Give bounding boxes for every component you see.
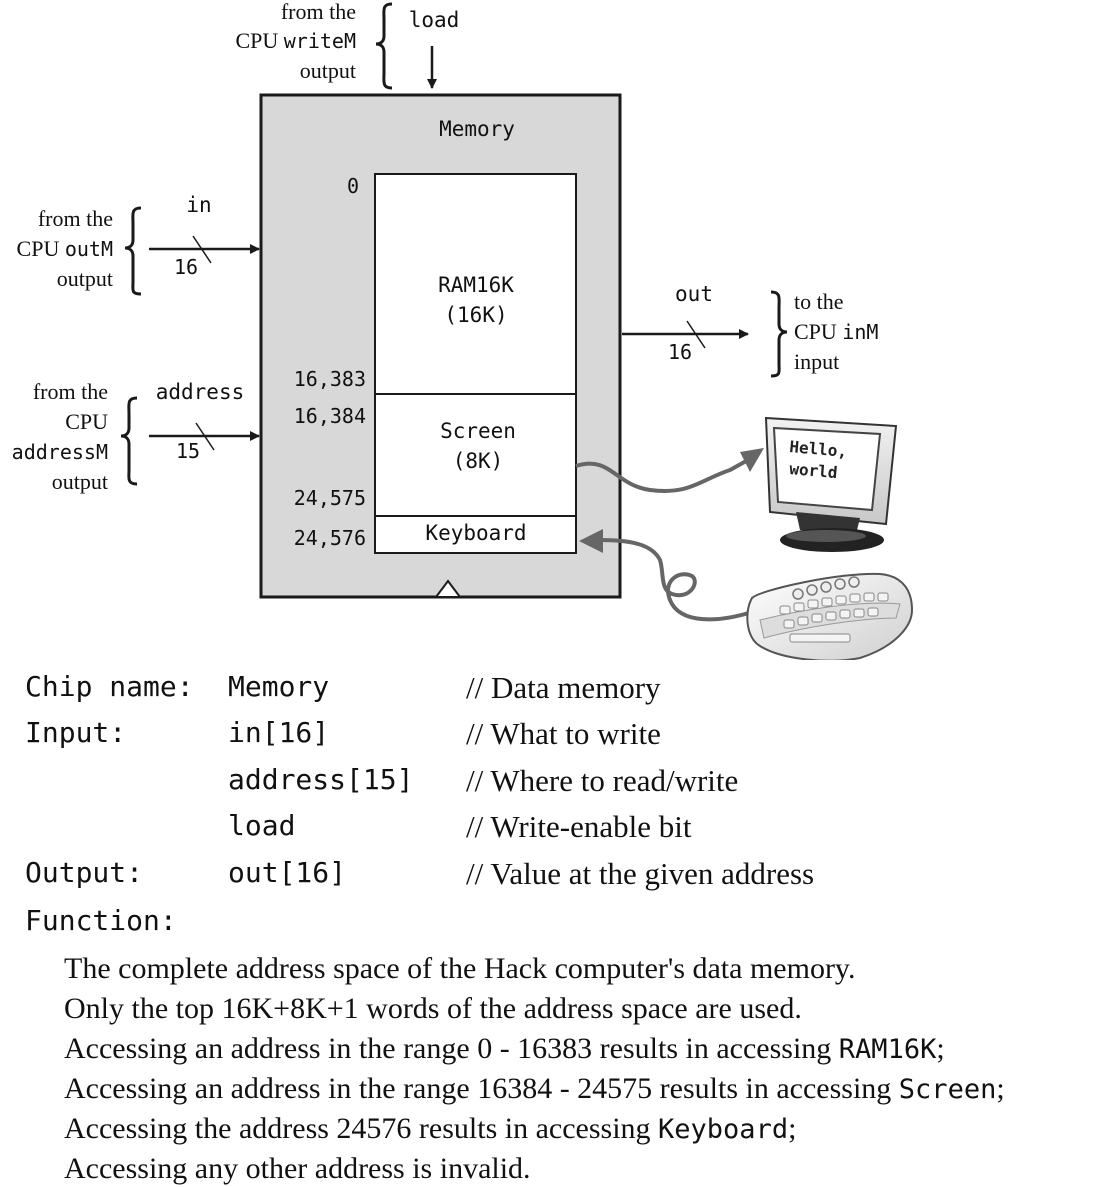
in-label: in: [186, 193, 211, 217]
address-width: 15: [176, 439, 200, 463]
monitor-icon: Hello, world: [764, 416, 898, 552]
keyboard-wire: [599, 538, 753, 622]
spec-chip-name-row: Chip name: Memory // Data memory: [0, 670, 1110, 714]
spec-input-in-comment: // What to write: [466, 716, 661, 751]
load-source-line3: output: [300, 58, 356, 83]
out-width: 16: [668, 340, 692, 364]
spec-chip-name-comment: // Data memory: [466, 670, 661, 705]
spec-chip-name-value: Memory: [228, 670, 330, 703]
out-label: out: [675, 282, 713, 306]
address-16384: 16,384: [294, 404, 366, 428]
spec-output-keyword: Output:: [25, 856, 144, 889]
screen-region: [374, 393, 577, 517]
in-bus-slash: [192, 235, 212, 264]
spec-input-row: load // Write-enable bit: [0, 809, 1110, 853]
function-description-line: Accessing an address in the range 16384 …: [64, 1072, 1005, 1105]
spec-output-comment: // Value at the given address: [466, 856, 815, 891]
spec-input-keyword: Input:: [25, 716, 127, 749]
address-source-line3: addressM: [12, 440, 108, 464]
in-source-line1: from the: [38, 206, 113, 231]
spec-input-in: in[16]: [228, 716, 330, 749]
spec-function-row: Function:: [0, 904, 1110, 948]
spec-input-address-comment: // Where to read/write: [466, 763, 739, 798]
function-description-line: Accessing the address 24576 results in a…: [64, 1112, 797, 1145]
clock-triangle: [434, 579, 462, 598]
ram16k-size: (16K): [444, 303, 507, 327]
keyboard-region: [374, 515, 577, 554]
screen-wire: [575, 458, 749, 493]
screen-size: (8K): [453, 449, 504, 473]
spec-chip-name-keyword: Chip name:: [25, 670, 194, 703]
address-24576: 24,576: [294, 526, 366, 550]
out-brace: [770, 290, 788, 378]
out-dest-line3: input: [794, 349, 839, 374]
address-source-line4: output: [52, 469, 108, 494]
screen-wire-arrowhead: [740, 448, 764, 472]
ram16k-region: [374, 173, 577, 395]
in-source-line3: output: [57, 266, 113, 291]
in-brace: [124, 206, 142, 296]
function-description-line: The complete address space of the Hack c…: [64, 952, 856, 985]
address-16383: 16,383: [294, 367, 366, 391]
load-brace: [375, 2, 393, 90]
address-source-line2: CPU: [65, 409, 108, 434]
address-0: 0: [347, 174, 359, 198]
chip-title: Memory: [439, 117, 515, 141]
address-brace: [120, 396, 138, 486]
load-source-line1: from the: [281, 0, 356, 24]
spec-input-load-comment: // Write-enable bit: [466, 809, 692, 844]
address-source-line1: from the: [33, 379, 108, 404]
spec-output-out: out[16]: [228, 856, 347, 889]
ram16k-label: RAM16K: [438, 273, 514, 297]
out-dest-line2: CPU inM: [794, 319, 878, 344]
spec-input-row: address[15] // Where to read/write: [0, 763, 1110, 807]
spec-input-row: Input: in[16] // What to write: [0, 716, 1110, 760]
monitor-text-line2: world: [789, 459, 839, 482]
screen-label: Screen: [440, 419, 516, 443]
load-label: load: [409, 8, 460, 32]
out-dest-line1: to the: [794, 289, 844, 314]
spec-input-address: address[15]: [228, 763, 414, 796]
spec-function-keyword: Function:: [25, 904, 177, 937]
spec-input-load: load: [228, 809, 296, 842]
chip-specification: Chip name: Memory // Data memory Input: …: [0, 660, 1110, 1187]
address-label: address: [156, 380, 245, 404]
memory-block-diagram: Memory RAM16K (16K) Screen (8K) Keyboard…: [12, 0, 914, 660]
load-source-line2: CPU writeM: [235, 28, 356, 53]
address-24575: 24,575: [294, 486, 366, 510]
in-width: 16: [174, 255, 198, 279]
function-description-line: Accessing an address in the range 0 - 16…: [64, 1032, 945, 1065]
spec-output-row: Output: out[16] // Value at the given ad…: [0, 856, 1110, 900]
keyboard-icon: [746, 572, 914, 660]
in-source-line2: CPU outM: [17, 236, 113, 261]
keyboard-wire-arrowhead: [579, 529, 603, 553]
keyboard-label: Keyboard: [425, 521, 526, 545]
out-bus-slash: [686, 320, 706, 349]
function-description-line: Only the top 16K+8K+1 words of the addre…: [64, 992, 802, 1025]
function-description-line: Accessing any other address is invalid.: [64, 1152, 531, 1185]
address-bus-slash: [195, 422, 215, 451]
monitor-text-line1: Hello,: [789, 437, 848, 461]
